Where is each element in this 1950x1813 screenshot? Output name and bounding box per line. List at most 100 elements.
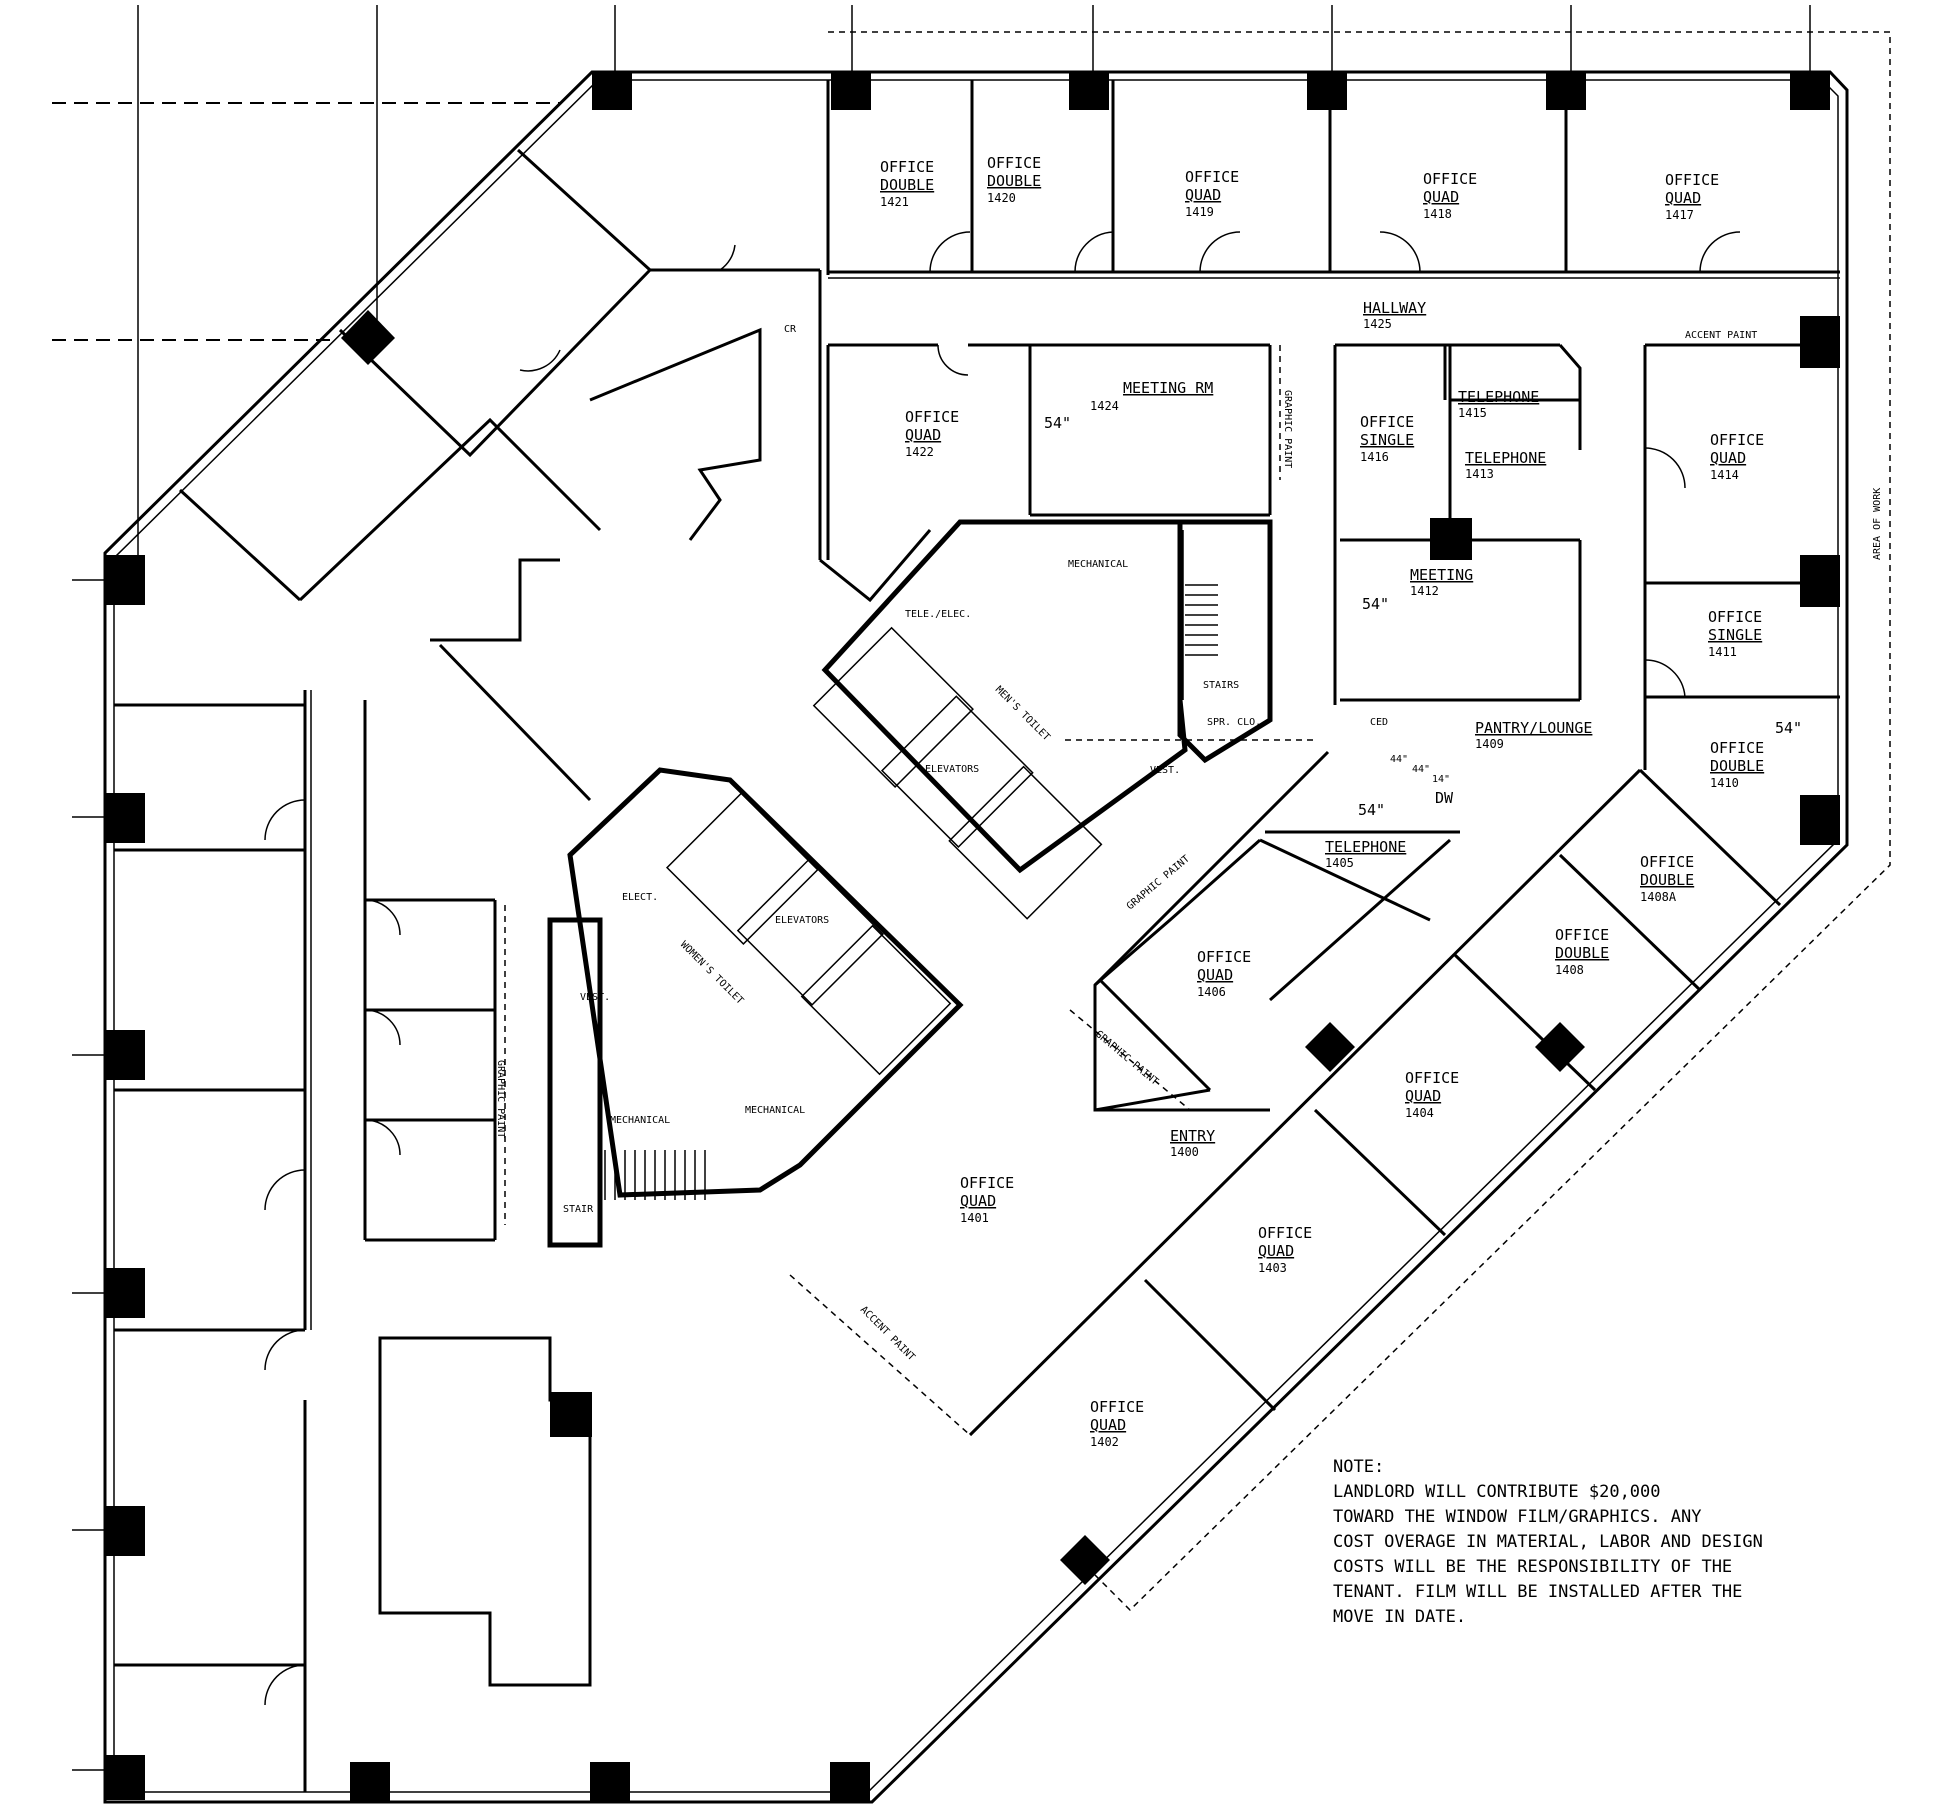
cr-label: CR — [784, 324, 797, 335]
mechanical-label-2: MECHANICAL — [610, 1115, 670, 1126]
room-1411-type: OFFICE — [1708, 608, 1762, 626]
accent-paint-label-1: ACCENT PAINT — [1685, 330, 1757, 341]
room-1415-type: TELEPHONE — [1458, 388, 1539, 406]
area-of-work-boundary — [828, 31, 1891, 1612]
top-office-row — [826, 80, 1840, 279]
room-1404-number: 1404 — [1405, 1106, 1434, 1120]
room-1417-size: QUAD — [1665, 189, 1701, 207]
room-1408-number: 1408 — [1555, 963, 1584, 977]
graphic-paint-label-3: GRAPHIC PAINT — [1093, 1029, 1160, 1088]
sprinkler-closet-label: SPR. CLO. — [1207, 717, 1261, 728]
room-1404-size: QUAD — [1405, 1087, 1441, 1105]
dim-54-meeting-rm: 54" — [1044, 414, 1071, 432]
room-1408-size: DOUBLE — [1555, 944, 1609, 962]
room-1401-number: 1401 — [960, 1211, 989, 1225]
stairs-label-1: STAIRS — [1203, 680, 1239, 691]
vestibule-label-1: VEST. — [1150, 765, 1180, 776]
room-1422-number: 1422 — [905, 445, 934, 459]
room-1420-number: 1420 — [987, 191, 1016, 205]
grid-lines — [52, 5, 1811, 1771]
room-1411-number: 1411 — [1708, 645, 1737, 659]
tele-elec-label: TELE./ELEC. — [905, 609, 971, 620]
dim-54-pantry: 54" — [1358, 801, 1385, 819]
room-1402-size: QUAD — [1090, 1416, 1126, 1434]
room-1416-type: OFFICE — [1360, 413, 1414, 431]
room-1410-size: DOUBLE — [1710, 757, 1764, 775]
note-line-5: TENANT. FILM WILL BE INSTALLED AFTER THE — [1333, 1582, 1742, 1602]
paint-markers — [504, 345, 1315, 1436]
stair-label-2: STAIR — [563, 1204, 594, 1215]
entry-number: 1400 — [1170, 1145, 1199, 1159]
note-line-4: COSTS WILL BE THE RESPONSIBILITY OF THE — [1333, 1557, 1732, 1577]
room-1418-size: QUAD — [1423, 188, 1459, 206]
room-1404-type: OFFICE — [1405, 1069, 1459, 1087]
entry-label: ENTRY — [1170, 1127, 1215, 1145]
room-1401-type: OFFICE — [960, 1174, 1014, 1192]
building-core — [547, 519, 1273, 1248]
room-1408-type: OFFICE — [1555, 926, 1609, 944]
room-1424-number: 1424 — [1090, 399, 1119, 413]
room-1414-type: OFFICE — [1710, 431, 1764, 449]
room-1420-type: OFFICE — [987, 154, 1041, 172]
hallway-number: 1425 — [1363, 317, 1392, 331]
room-1403-type: OFFICE — [1258, 1224, 1312, 1242]
room-1410-number: 1410 — [1710, 776, 1739, 790]
room-1411-size: SINGLE — [1708, 626, 1762, 644]
room-1408A-number: 1408A — [1640, 890, 1677, 904]
room-1419-type: OFFICE — [1185, 168, 1239, 186]
room-1409-type: PANTRY/LOUNGE — [1475, 719, 1592, 737]
graphic-paint-label-1: GRAPHIC PAINT — [495, 1060, 506, 1138]
womens-toilet-label: WOMEN'S TOILET — [678, 939, 745, 1006]
west-rooms — [114, 327, 762, 1792]
room-1414-size: QUAD — [1710, 449, 1746, 467]
room-1420-size: DOUBLE — [987, 172, 1041, 190]
room-1424-type: MEETING RM — [1123, 379, 1213, 397]
note-line-2: TOWARD THE WINDOW FILM/GRAPHICS. ANY — [1333, 1507, 1701, 1527]
room-1418-type: OFFICE — [1423, 170, 1477, 188]
room-1406-type: OFFICE — [1197, 948, 1251, 966]
room-1416-size: SINGLE — [1360, 431, 1414, 449]
room-1412-type: MEETING — [1410, 566, 1473, 584]
room-1422-size: QUAD — [905, 426, 941, 444]
note-heading: NOTE: — [1333, 1457, 1384, 1477]
note-line-6: MOVE IN DATE. — [1333, 1607, 1466, 1627]
meeting-block — [826, 343, 1582, 705]
note-line-1: LANDLORD WILL CONTRIBUTE $20,000 — [1333, 1482, 1661, 1502]
mens-toilet-label: MEN'S TOILET — [993, 684, 1052, 743]
room-1401-size: QUAD — [960, 1192, 996, 1210]
room-1419-size: QUAD — [1185, 186, 1221, 204]
dim-54-meeting: 54" — [1362, 595, 1389, 613]
mechanical-label-3: MECHANICAL — [745, 1105, 805, 1116]
dim-44-a: 44" — [1390, 754, 1408, 765]
room-1421-size: DOUBLE — [880, 176, 934, 194]
room-1403-size: QUAD — [1258, 1242, 1294, 1260]
room-1403-number: 1403 — [1258, 1261, 1287, 1275]
room-1419-number: 1419 — [1185, 205, 1214, 219]
dim-14: 14" — [1432, 774, 1450, 785]
hallway-label: HALLWAY — [1363, 299, 1426, 317]
accent-paint-label-2: ACCENT PAINT — [858, 1304, 917, 1363]
room-1421-type: OFFICE — [880, 158, 934, 176]
dim-54-office-1410: 54" — [1775, 719, 1802, 737]
room-1402-type: OFFICE — [1090, 1398, 1144, 1416]
landlord-note: NOTE: LANDLORD WILL CONTRIBUTE $20,000 T… — [1333, 1457, 1763, 1627]
ced-label: CED — [1370, 717, 1388, 728]
structural-columns — [105, 72, 1840, 1802]
elevators-label-2: ELEVATORS — [775, 915, 829, 926]
mechanical-label-1: MECHANICAL — [1068, 559, 1128, 570]
room-1406-size: QUAD — [1197, 966, 1233, 984]
room-1402-number: 1402 — [1090, 1435, 1119, 1449]
area-of-work-label: AREA OF WORK — [1872, 488, 1883, 560]
dishwasher-label: DW — [1435, 789, 1454, 807]
room-1409-number: 1409 — [1475, 737, 1504, 751]
room-1416-number: 1416 — [1360, 450, 1389, 464]
room-1412-number: 1412 — [1410, 584, 1439, 598]
room-1421-number: 1421 — [880, 195, 909, 209]
elevators-label-1: ELEVATORS — [925, 764, 979, 775]
vestibule-label-2: VEST. — [580, 992, 610, 1003]
room-1406-number: 1406 — [1197, 985, 1226, 999]
room-1417-number: 1417 — [1665, 208, 1694, 222]
graphic-paint-label-2: GRAPHIC PAINT — [1125, 854, 1192, 913]
room-1408A-type: OFFICE — [1640, 853, 1694, 871]
